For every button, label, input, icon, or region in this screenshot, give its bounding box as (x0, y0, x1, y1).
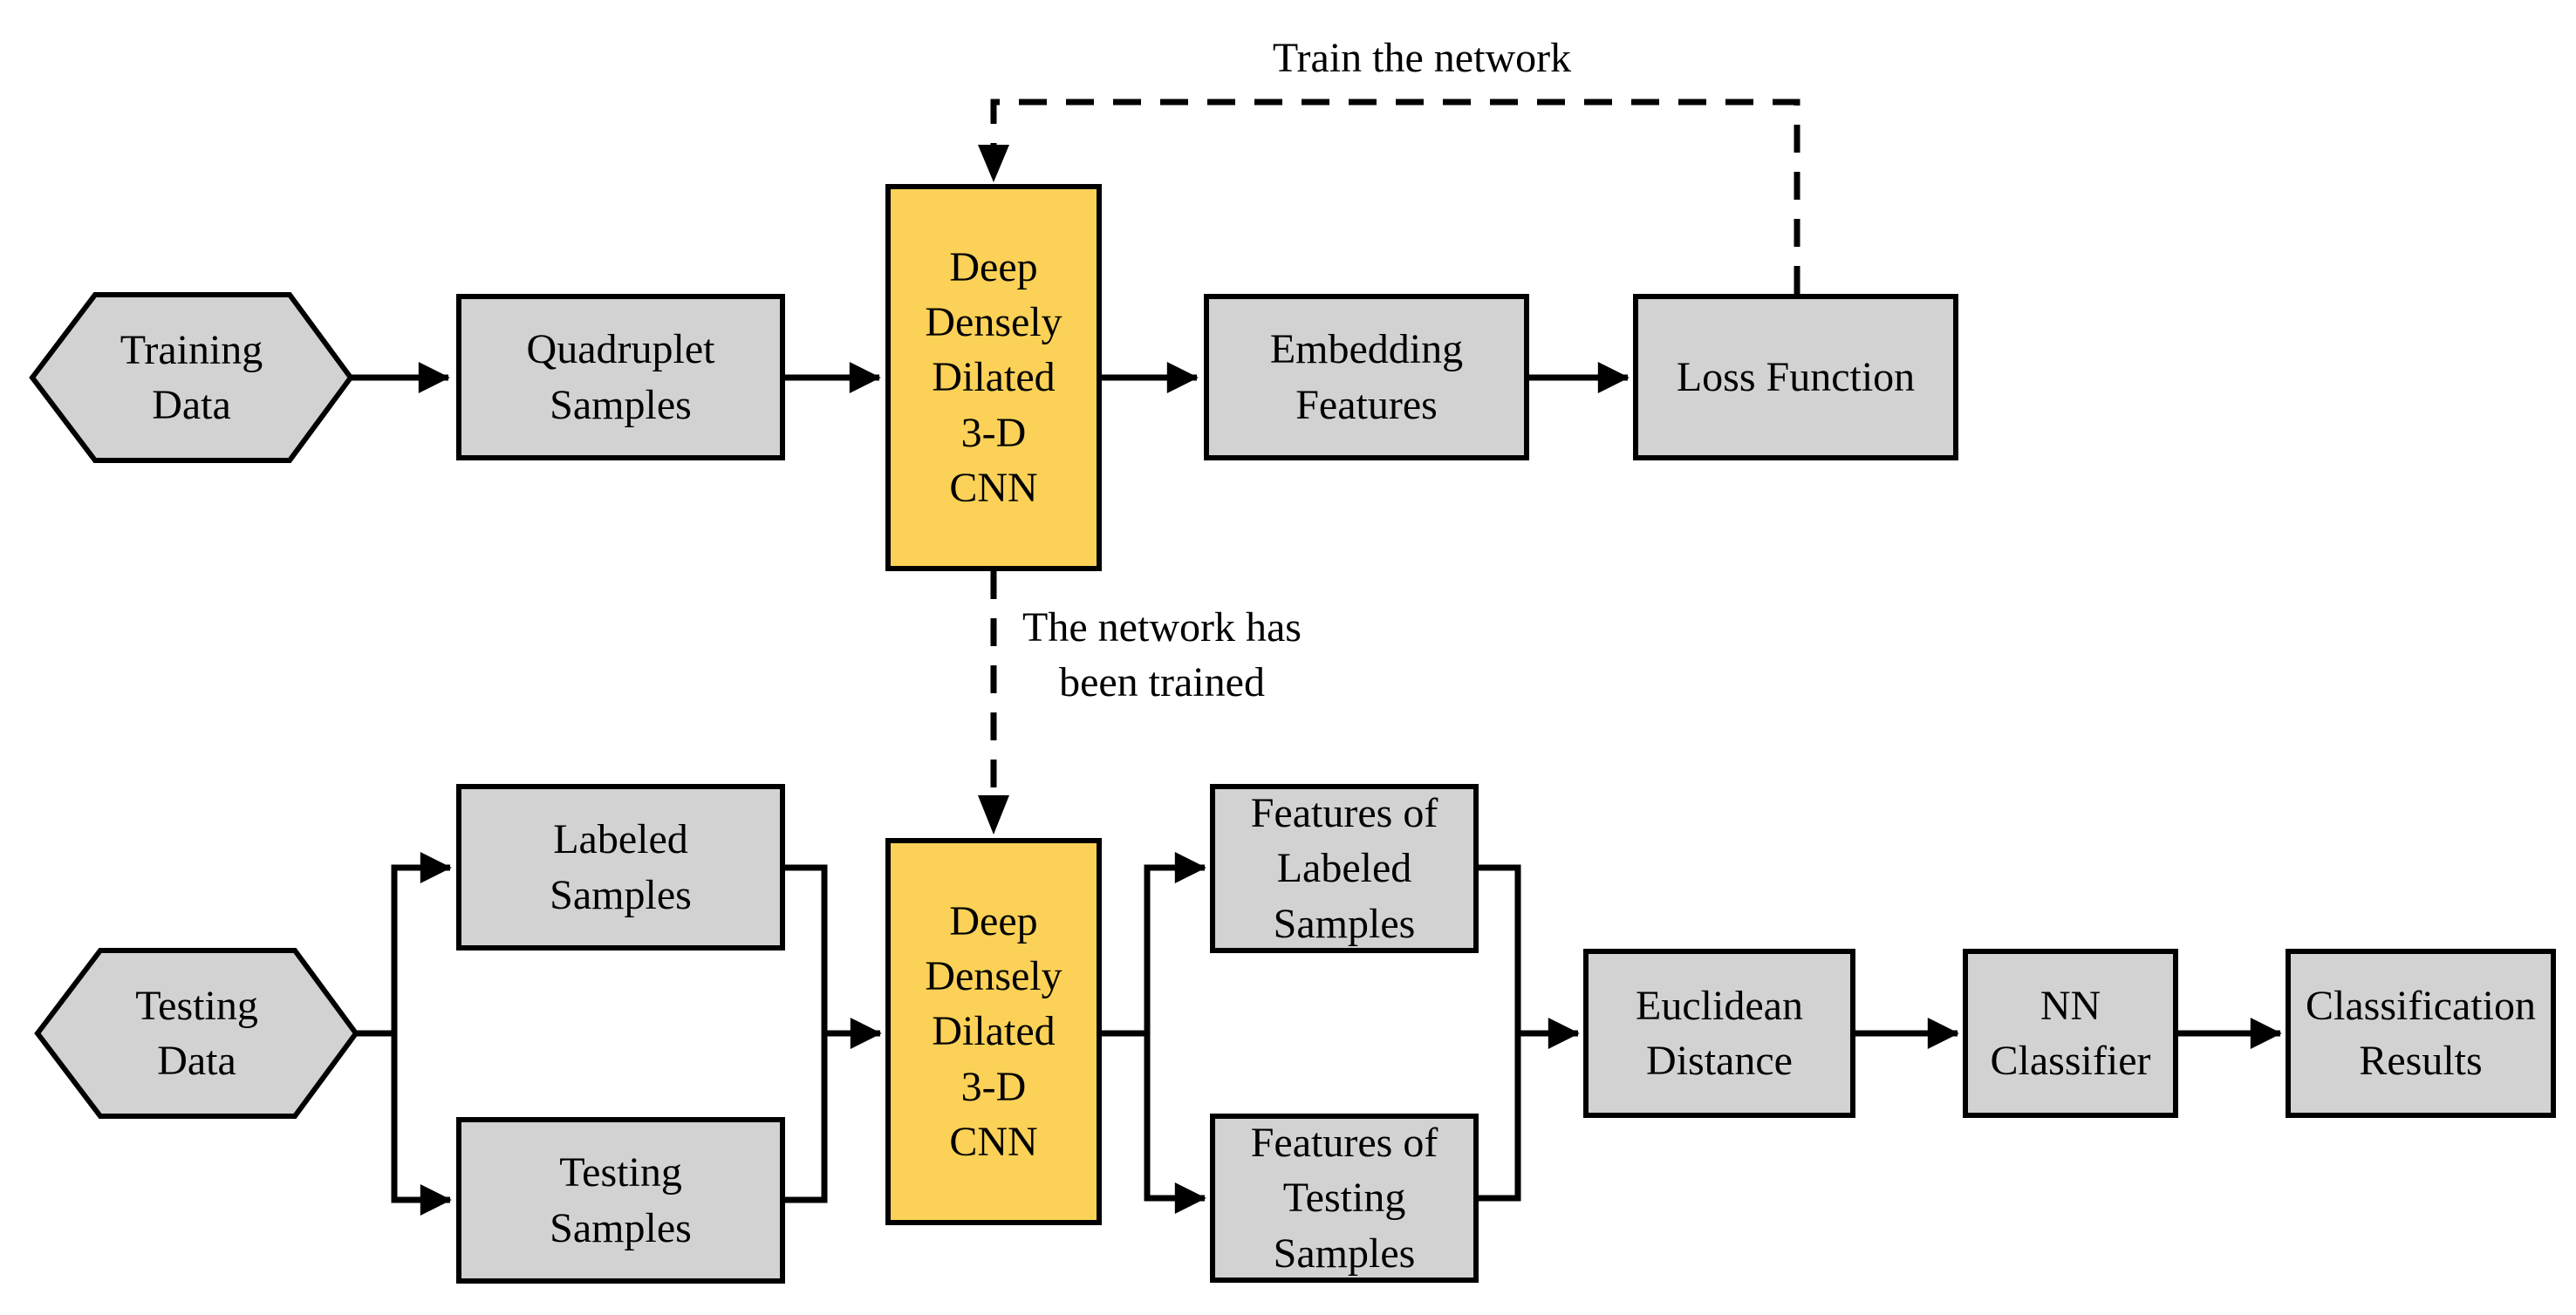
training-data-node: Training Data (120, 326, 263, 428)
loss-function-node: Loss Function (1633, 294, 1958, 460)
dashed-feedback-loss-to-cnn (990, 99, 1800, 294)
arrow-samples-merge-to-cnn (785, 864, 882, 1049)
arrow-cnn-to-features-testing (1144, 1033, 1206, 1214)
arrow-testingdata-to-labeled (356, 852, 452, 1037)
testing-cnn-node: Deep Densely Dilated 3-D CNN (885, 838, 1102, 1225)
line-featurestesting-merge (1479, 1031, 1521, 1202)
quadruplet-samples-node: Quadruplet Samples (456, 294, 785, 460)
nn-classifier-node: NN Classifier (1963, 949, 2178, 1118)
euclidean-distance-node: Euclidean Distance (1583, 949, 1855, 1118)
testing-data-node: Testing Data (135, 982, 258, 1084)
classification-results-node: Classification Results (2286, 949, 2556, 1118)
line-testingsamples-merge (785, 1031, 828, 1203)
train-the-network-label: Train the network (1272, 35, 1572, 82)
dashed-feedback-arrowhead (978, 145, 1009, 182)
arrow-features-merge-to-euclidean (1479, 864, 1580, 1049)
labeled-samples-node: Labeled Samples (456, 784, 785, 950)
features-labeled-samples-node: Features of Labeled Samples (1210, 784, 1479, 953)
embedding-features-node: Embedding Features (1204, 294, 1529, 460)
network-trained-label: The network has been trained (1022, 603, 1302, 705)
dashed-trained-arrowhead (978, 795, 1009, 835)
arrow-cnn-to-features-labeled (1102, 852, 1206, 1037)
testing-samples-node: Testing Samples (456, 1117, 785, 1284)
training-cnn-node: Deep Densely Dilated 3-D CNN (885, 184, 1102, 571)
arrow-testingdata-to-testing (391, 1033, 452, 1216)
features-testing-samples-node: Features of Testing Samples (1210, 1114, 1479, 1283)
